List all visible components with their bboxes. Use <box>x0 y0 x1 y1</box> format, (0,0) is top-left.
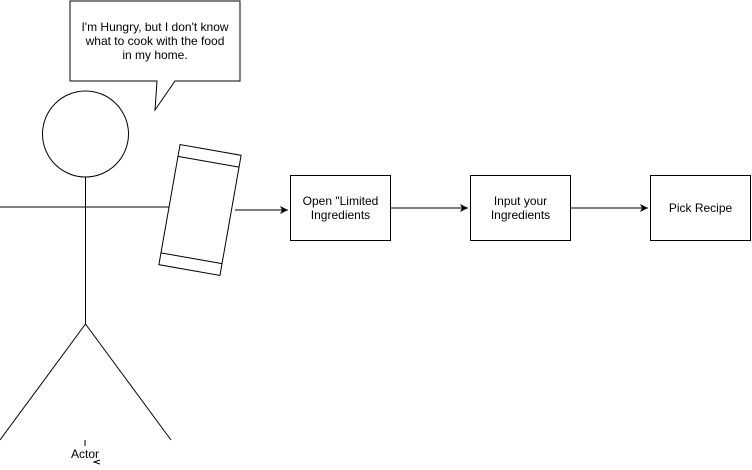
actor-head <box>42 90 129 178</box>
process-box-open <box>290 175 391 241</box>
actor-label-mark <box>92 459 101 465</box>
process-box-input <box>470 175 571 241</box>
process-box-pick <box>650 175 751 241</box>
actor-stick-figure <box>0 90 172 465</box>
process-label-input: Input your Ingredients <box>490 194 551 222</box>
process-label-pick: Pick Recipe <box>668 201 733 215</box>
actor-left-leg <box>0 323 86 441</box>
actor-right-leg <box>85 323 172 441</box>
actor-label: Actor <box>70 447 99 461</box>
speech-bubble <box>69 0 241 112</box>
process-label-open: Open "Limited Ingredients <box>302 194 379 222</box>
speech-bubble-text: I'm Hungry, but I don't know what to coo… <box>81 20 229 62</box>
phone-icon <box>158 143 242 277</box>
